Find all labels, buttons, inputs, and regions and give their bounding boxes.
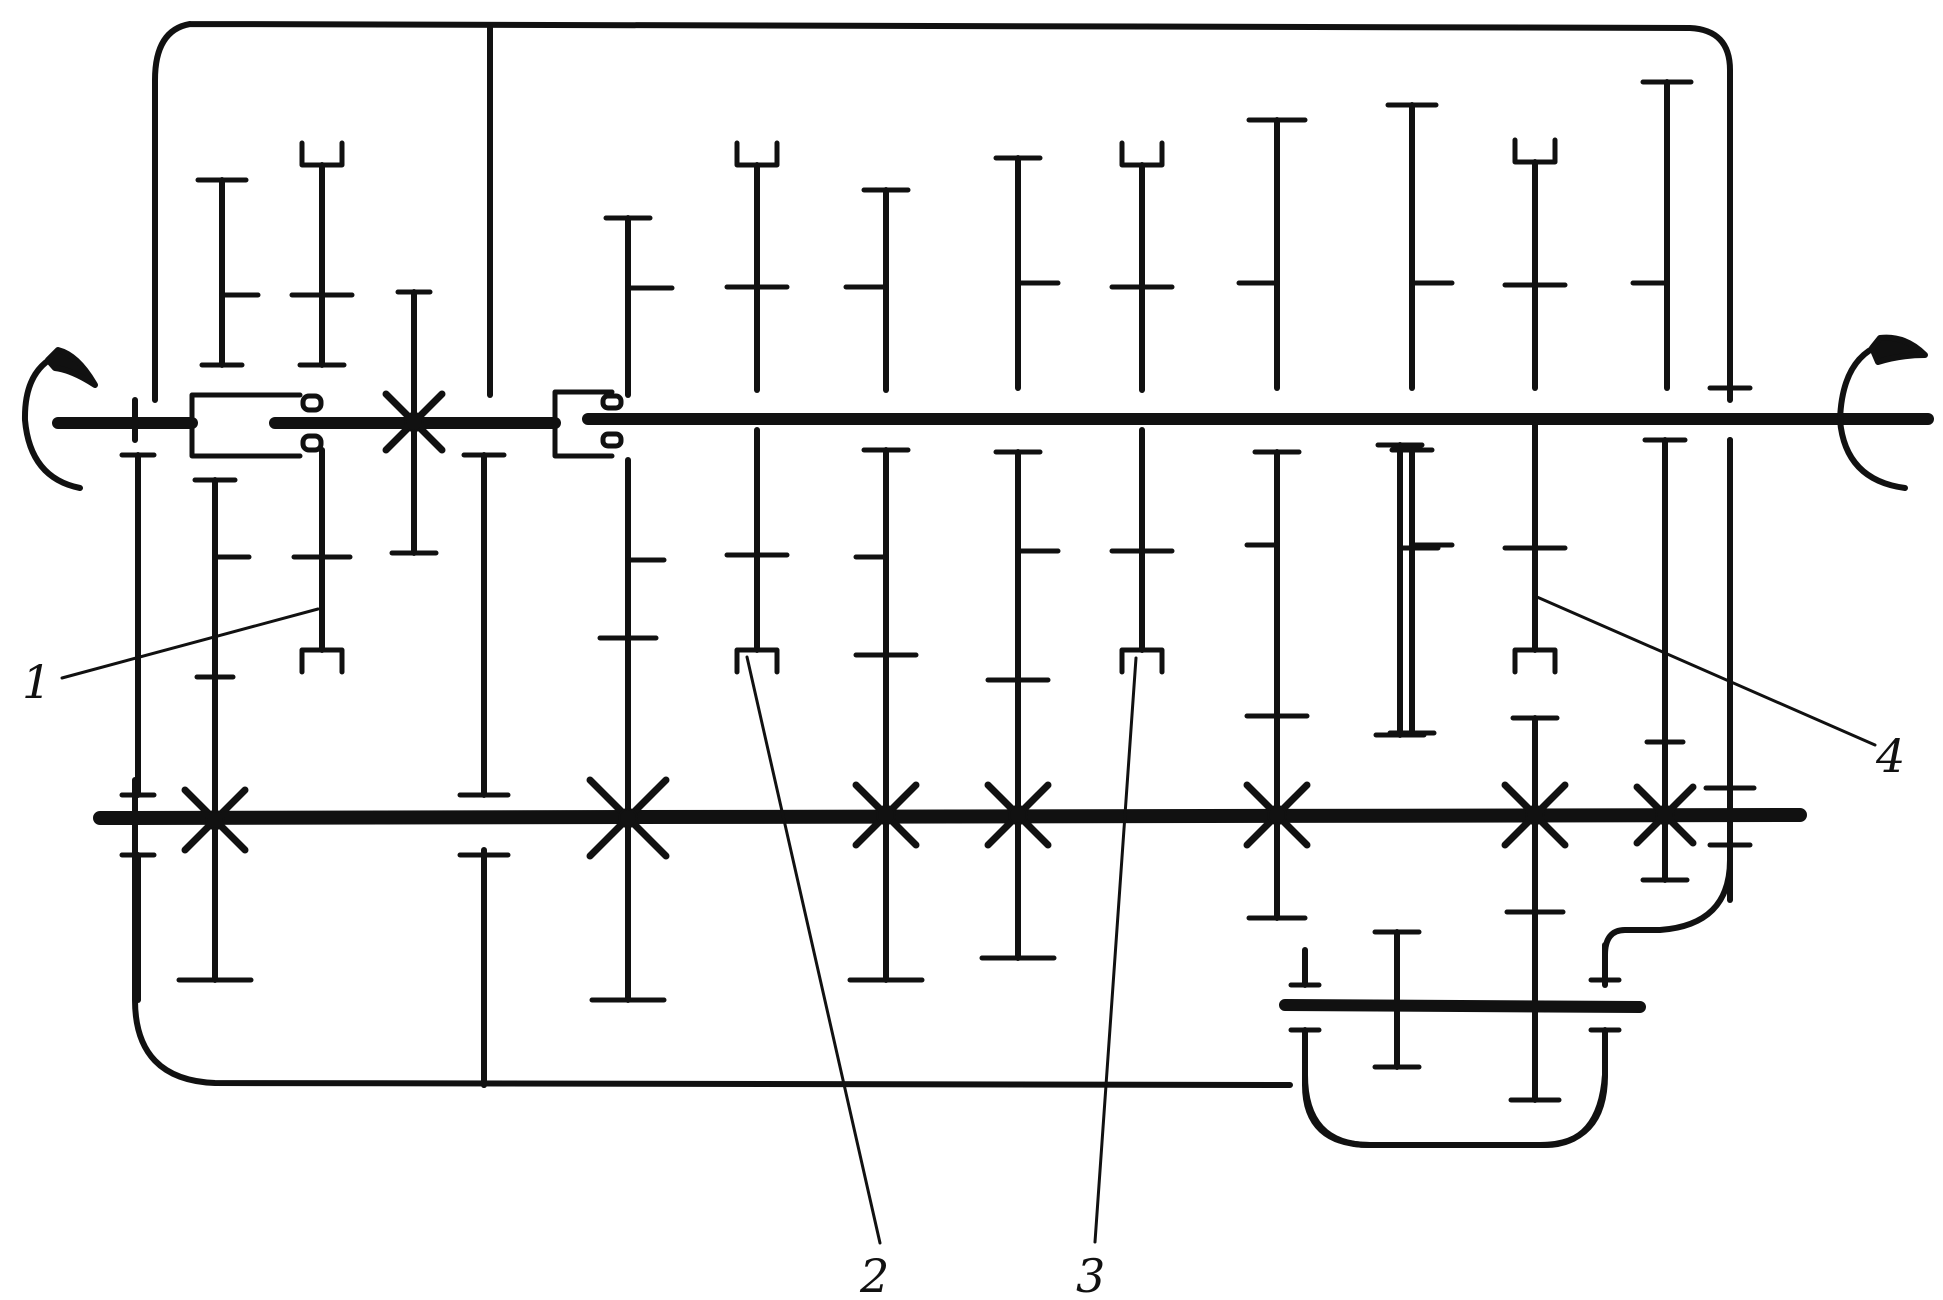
callout-leader-4 — [1535, 595, 1877, 747]
shafts — [52, 413, 1934, 1013]
fixed-gear-hub-icon — [1525, 805, 1545, 825]
bearing-icon — [600, 431, 624, 449]
bearing-icon — [300, 433, 324, 453]
callout-number-4: 4 — [1875, 729, 1905, 783]
input-rotation-arrow-icon — [21, 352, 83, 491]
output-arrowhead-icon — [1869, 334, 1928, 365]
reverse-idler-shaft — [1279, 999, 1646, 1013]
fixed-gear-hub-icon — [1008, 805, 1028, 825]
couplings — [189, 389, 615, 459]
shift-fork — [1119, 647, 1165, 675]
fixed-gear-hub-icon — [404, 412, 424, 432]
fixed-gear-hub-icon — [1655, 805, 1675, 825]
callout-number-2: 2 — [859, 1249, 889, 1300]
shift-fork — [299, 647, 345, 675]
output-rotation-arrow-icon — [1837, 342, 1908, 491]
output-coupling-box — [552, 389, 615, 459]
fixed-gear-hub-icon — [1267, 805, 1287, 825]
callout-labels: 1 2 3 4 — [22, 655, 1905, 1300]
input-arrowhead-icon — [45, 347, 98, 388]
shift-fork — [1512, 137, 1558, 165]
rotation-arrows — [21, 334, 1928, 491]
callout-number-3: 3 — [1076, 1249, 1105, 1300]
shift-fork — [299, 140, 345, 168]
callout-leader-1 — [60, 607, 320, 680]
callout-leader-3 — [1093, 656, 1138, 1244]
bearings — [300, 393, 624, 453]
shift-fork — [1119, 140, 1165, 168]
shift-fork — [734, 647, 780, 675]
gears — [119, 79, 1757, 1103]
housing — [132, 21, 1733, 1148]
fixed-gear-hub-icon — [618, 808, 638, 828]
shift-fork — [734, 140, 780, 168]
fixed-gear-hub-icon — [876, 805, 896, 825]
callout-number-1: 1 — [22, 655, 51, 709]
housing-lower-extension — [1302, 1037, 1608, 1148]
housing-outline — [132, 21, 1733, 1148]
bearing-icon — [300, 393, 324, 413]
shift-fork — [1512, 647, 1558, 675]
input-coupling-box — [189, 392, 303, 459]
bearing-icon — [600, 393, 624, 411]
callout-leaders — [60, 595, 1877, 1245]
counter-shaft — [93, 808, 1807, 825]
fixed-gear-hub-icon — [205, 810, 225, 830]
callout-leader-2 — [745, 655, 882, 1245]
